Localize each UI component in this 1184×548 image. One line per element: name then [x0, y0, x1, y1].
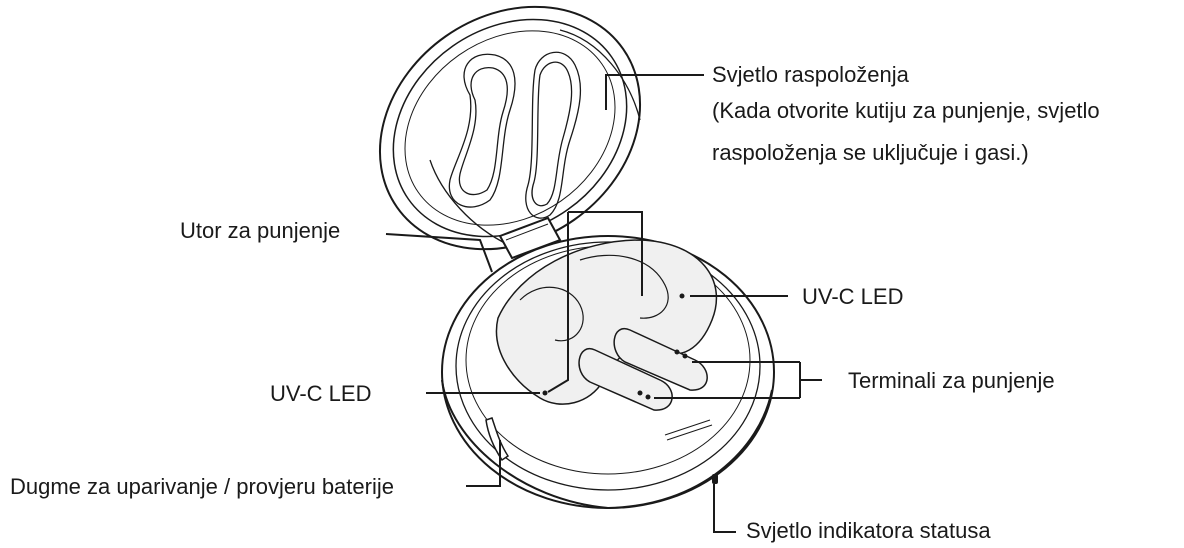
label-mood-light-note-1: (Kada otvorite kutiju za punjenje, svjet…	[712, 98, 1100, 123]
lid-recess-shapes	[429, 29, 641, 251]
label-charging-terminals: Terminali za punjenje	[848, 368, 1055, 393]
label-charging-slot: Utor za punjenje	[180, 218, 341, 243]
led-dots	[542, 293, 685, 396]
leader-pairing-button	[466, 440, 501, 487]
case-hinge	[498, 216, 562, 260]
label-uvc-led-right: UV-C LED	[802, 284, 904, 309]
label-status-indicator: Svjetlo indikatora statusa	[746, 518, 991, 543]
leader-mood-light	[605, 74, 704, 110]
pairing-button-shape	[485, 417, 510, 462]
label-mood-light: Svjetlo raspoloženja	[712, 62, 909, 87]
leader-uvc-bracket	[547, 211, 643, 393]
leader-terminals	[654, 361, 822, 399]
base-marking	[664, 419, 713, 441]
label-mood-light-note-2: raspoloženja se uključuje i gasi.)	[712, 140, 1029, 165]
case-lid	[378, 5, 642, 251]
label-pairing-button: Dugme za uparivanje / provjeru baterije	[10, 474, 394, 499]
earbud-heads	[519, 254, 669, 342]
status-indicator-shape	[712, 474, 718, 484]
label-uvc-led-left: UV-C LED	[270, 381, 372, 406]
leader-lines	[385, 74, 822, 533]
leader-charging-slot	[385, 233, 493, 273]
terminal-dots	[637, 349, 688, 400]
leader-status-indicator	[713, 484, 736, 533]
